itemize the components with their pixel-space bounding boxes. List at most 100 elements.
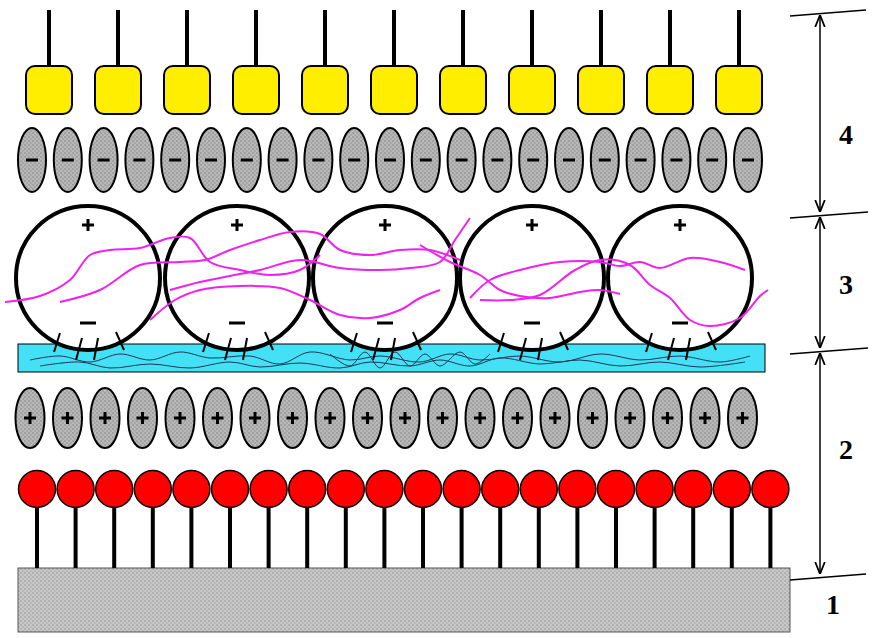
extension-line <box>790 348 868 354</box>
plus-sign <box>24 412 36 424</box>
minus-sign <box>742 159 754 162</box>
anion-ellipse <box>448 128 476 192</box>
minus-sign <box>672 322 688 325</box>
stem <box>185 10 189 68</box>
head-group <box>520 471 557 508</box>
minus-sign <box>384 159 396 162</box>
cation-ellipse <box>391 388 420 448</box>
polymer-chain <box>480 260 768 326</box>
minus-sign <box>563 159 575 162</box>
cation-ellipse <box>728 388 757 448</box>
head-group <box>752 471 789 508</box>
stem <box>112 505 116 568</box>
polymer-chain <box>420 245 620 298</box>
cation-ellipse <box>428 388 457 448</box>
outer-layer <box>18 10 762 192</box>
minus-sign <box>229 322 245 325</box>
anion-ellipse <box>591 128 619 192</box>
head-group <box>716 66 762 114</box>
plus-sign <box>587 412 599 424</box>
minus-sign <box>62 159 74 162</box>
stem <box>421 505 425 568</box>
stem <box>151 505 155 568</box>
head-group <box>647 66 693 114</box>
plus-sign <box>699 412 711 424</box>
head-group <box>134 471 171 508</box>
particle <box>460 206 604 350</box>
head-group <box>443 471 480 508</box>
minus-sign <box>491 159 503 162</box>
anion-ellipse <box>90 128 118 192</box>
head-group <box>482 471 519 508</box>
polymer-chain <box>330 352 490 368</box>
stem <box>653 505 657 568</box>
anchor-line <box>646 333 652 352</box>
minus-sign <box>635 159 647 162</box>
stem <box>575 505 579 568</box>
cation-ellipse <box>691 388 720 448</box>
extension-line <box>790 574 866 580</box>
anion-ellipse <box>376 128 404 192</box>
minus-sign <box>670 159 682 162</box>
plus-sign <box>674 219 686 231</box>
cation-ellipse <box>653 388 682 448</box>
minus-sign <box>599 159 611 162</box>
stem <box>768 505 772 568</box>
anion-ellipse <box>340 128 368 192</box>
head-group <box>173 471 210 508</box>
polymer-chain <box>470 258 745 298</box>
callout-number: 1 <box>826 591 840 619</box>
minus-sign <box>348 159 360 162</box>
plus-sign <box>82 219 94 231</box>
anion-ellipse <box>54 128 82 192</box>
stem <box>530 10 534 68</box>
anchor-line <box>686 338 690 360</box>
head-group <box>559 471 596 508</box>
head-group <box>212 471 249 508</box>
anchor-line <box>265 332 273 350</box>
anion-ellipse <box>161 128 189 192</box>
cation-ellipse <box>128 388 157 448</box>
plus-sign <box>549 412 561 424</box>
plus-sign <box>624 412 636 424</box>
anchor-line <box>76 338 82 360</box>
minus-sign <box>205 159 217 162</box>
anchor-line <box>116 332 124 350</box>
anion-ellipse <box>412 128 440 192</box>
minus-sign <box>133 159 145 162</box>
stem <box>460 505 464 568</box>
anchor-line <box>668 338 674 360</box>
head-group <box>675 471 712 508</box>
plus-sign <box>474 412 486 424</box>
head-group <box>57 471 94 508</box>
cation-ellipse <box>578 388 607 448</box>
plus-sign <box>62 412 74 424</box>
stem <box>668 10 672 68</box>
anion-ellipse <box>304 128 332 192</box>
polymer-chain <box>30 352 750 364</box>
head-group <box>713 471 750 508</box>
stem <box>228 505 232 568</box>
polymer-chain <box>170 218 470 290</box>
dimension-line <box>819 353 821 574</box>
dimension-line <box>819 217 821 348</box>
lipid-layer <box>16 388 789 568</box>
plus-sign <box>737 412 749 424</box>
anchor-line <box>243 338 247 360</box>
head-group <box>327 471 364 508</box>
anion-ellipse <box>18 128 46 192</box>
plus-sign <box>526 219 538 231</box>
plus-sign <box>379 219 391 231</box>
particle <box>313 206 457 350</box>
anchor-line <box>203 333 209 352</box>
stem <box>116 10 120 68</box>
minus-sign <box>527 159 539 162</box>
cation-ellipse <box>166 388 195 448</box>
anion-ellipse <box>269 128 297 192</box>
minus-sign <box>98 159 110 162</box>
stem <box>498 505 502 568</box>
callout-number: 3 <box>839 271 853 299</box>
head-group <box>578 66 624 114</box>
anchor-line <box>225 338 231 360</box>
